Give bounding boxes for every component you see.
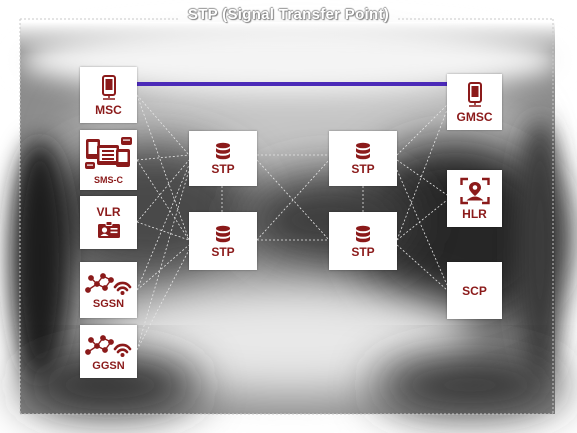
node-stp-2-label: STP xyxy=(211,244,235,259)
id-card-icon xyxy=(97,221,120,238)
node-stp-4-label: STP xyxy=(351,244,375,259)
node-ggsn-label: GGSN xyxy=(92,359,125,372)
node-stp-1[interactable]: STP xyxy=(189,131,257,186)
user-location-icon xyxy=(459,177,490,205)
wifi-network-icon xyxy=(84,334,131,357)
wifi-network-icon xyxy=(84,273,131,295)
node-gmsc-label: GMSC xyxy=(456,109,493,124)
diagram-title: STP (Signal Transfer Point) xyxy=(187,6,390,23)
node-stp-2[interactable]: STP xyxy=(189,212,257,270)
node-vlr[interactable]: VLR xyxy=(80,196,137,249)
node-sgsn[interactable]: SGSN xyxy=(80,262,137,318)
database-icon xyxy=(216,225,230,242)
node-stp-3-label: STP xyxy=(351,162,375,176)
database-icon xyxy=(216,142,230,160)
node-scp[interactable]: SCP xyxy=(447,262,502,319)
mobile-phone-icon xyxy=(467,81,482,107)
database-icon xyxy=(356,225,370,242)
node-stp-3[interactable]: STP xyxy=(329,131,397,186)
node-msc-label: MSC xyxy=(95,102,122,117)
sms-center-icon xyxy=(84,137,132,169)
node-vlr-label: VLR xyxy=(96,205,121,219)
node-gmsc[interactable]: GMSC xyxy=(447,74,502,130)
node-stp-1-label: STP xyxy=(211,162,235,176)
signaling-links xyxy=(136,94,448,351)
node-stp-4[interactable]: STP xyxy=(329,212,397,270)
node-scp-label: SCP xyxy=(462,283,487,298)
node-hlr-label: HLR xyxy=(462,207,487,221)
node-ggsn[interactable]: GGSN xyxy=(80,325,137,378)
mobile-phone-icon xyxy=(101,74,116,100)
node-msc[interactable]: MSC xyxy=(80,67,137,123)
node-hlr[interactable]: HLR xyxy=(447,170,502,227)
outer-frame xyxy=(19,18,554,415)
node-sgsn-label: SGSN xyxy=(92,298,125,310)
database-icon xyxy=(356,142,370,160)
node-smsc[interactable]: SMS-C xyxy=(80,130,137,190)
node-smsc-label: SMS-C xyxy=(94,175,123,185)
